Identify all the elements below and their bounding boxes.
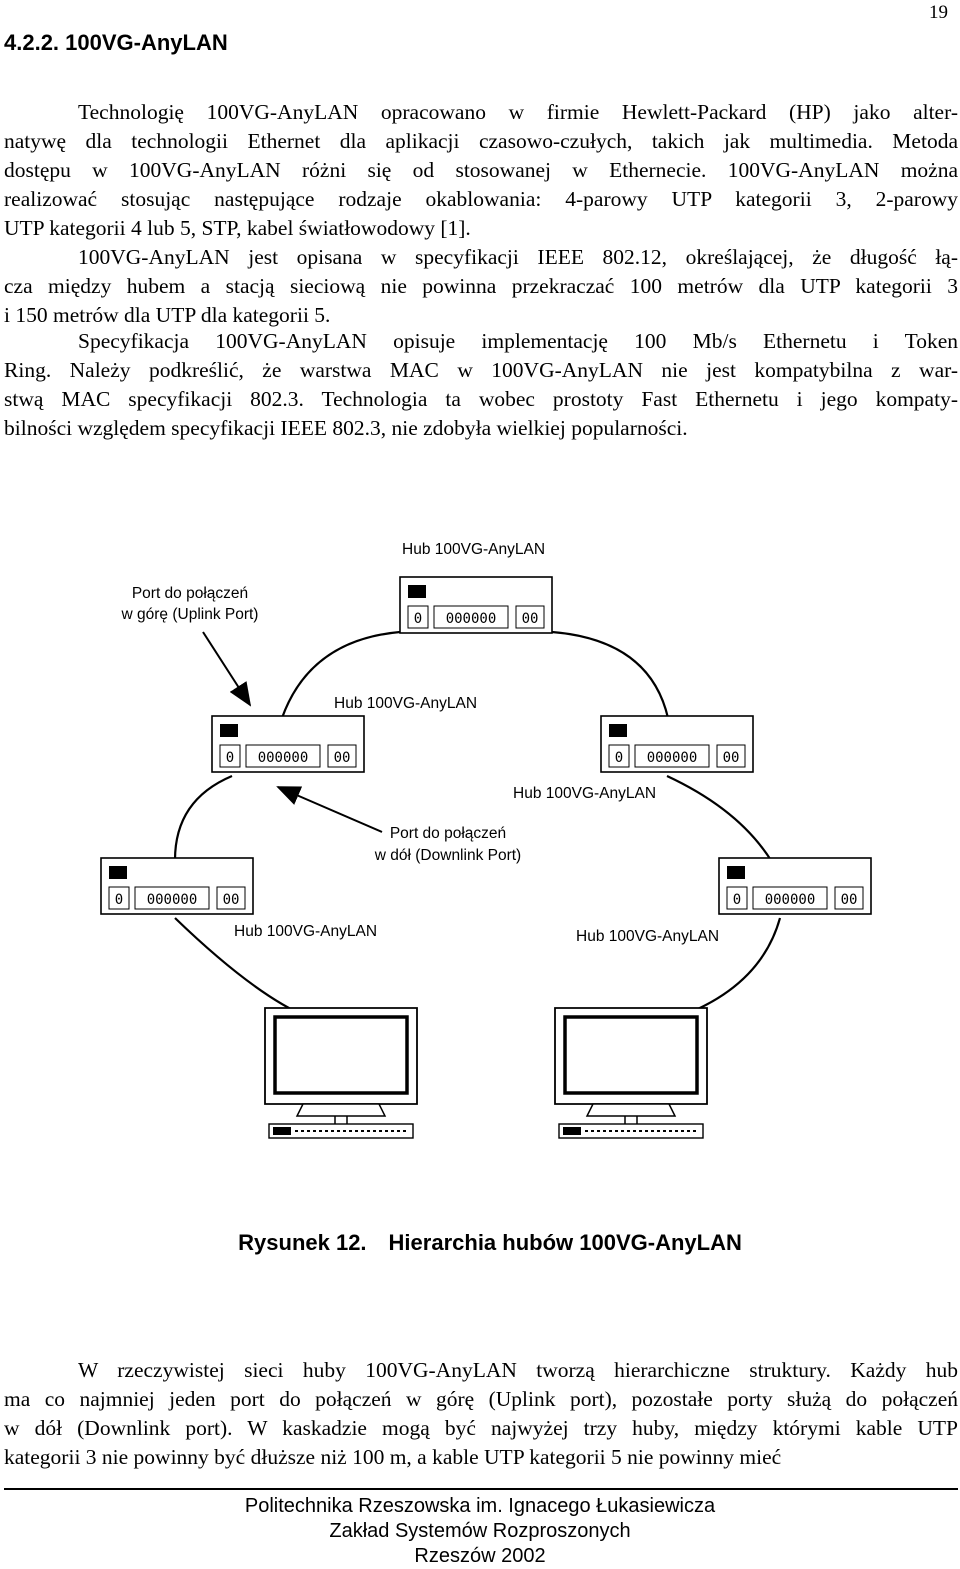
downlink-label-line-2: w dół (Downlink Port) <box>374 847 521 864</box>
hub-middle-right: 0 000000 00 <box>600 715 754 773</box>
port-pair-label: 00 <box>223 892 240 908</box>
computer-right-icon <box>554 1007 708 1139</box>
footer-institution: Politechnika Rzeszowska im. Ignacego Łuk… <box>244 1495 716 1517</box>
footer-place-year: Rzeszów 2002 <box>414 1545 546 1567</box>
status-led <box>609 724 627 737</box>
cable-top-to-right-hub <box>551 630 670 719</box>
uplink-label-line-2: w górę (Uplink Port) <box>121 606 259 623</box>
paragraph-1: Technologię 100VG-AnyLAN opracowano w fi… <box>4 98 958 243</box>
hub-middle-left: 0 000000 00 <box>211 715 365 773</box>
port-single-label: 0 <box>226 750 234 766</box>
paragraph-line: Technologię 100VG-AnyLAN opracowano w fi… <box>78 100 958 124</box>
paragraph-line: W rzeczywistej sieci huby 100VG-AnyLAN t… <box>78 1358 958 1382</box>
paragraph-line: w dół (Downlink port). W kaskadzie mogą … <box>4 1416 958 1440</box>
caption-title: Hierarchia hubów 100VG-AnyLAN <box>388 1230 742 1255</box>
status-led <box>408 585 426 598</box>
uplink-pointer-arrow <box>202 631 252 707</box>
port-single-label: 0 <box>733 892 741 908</box>
paragraph-line: kategorii 3 nie powinny być dłuższe niż … <box>4 1445 782 1469</box>
uplink-label-line-1: Port do połączeń <box>132 585 248 602</box>
footer-rule <box>4 1488 958 1490</box>
paragraph-line: ma co najmniej jeden port do połączeń w … <box>4 1387 958 1411</box>
hub-top: 0 000000 00 <box>399 576 553 634</box>
paragraph-line: realizować stosując następujące rodzaje … <box>4 187 958 211</box>
figure-caption: Rysunek 12. Hierarchia hubów 100VG-AnyLAN <box>0 1230 960 1256</box>
hub-hierarchy-diagram: 0 000000 00 0 000000 00 0 000000 00 0 00… <box>100 541 872 1139</box>
hub-label-top: Hub 100VG-AnyLAN <box>402 541 545 558</box>
footer-department: Zakład Systemów Rozproszonych <box>329 1520 631 1542</box>
paragraph-line: Specyfikacja 100VG-AnyLAN opisuje implem… <box>78 329 958 353</box>
cable-top-to-left-hub <box>280 630 401 719</box>
status-led <box>727 866 745 879</box>
port-group-label: 000000 <box>446 611 497 627</box>
hub-label-lower-right: Hub 100VG-AnyLAN <box>576 928 719 945</box>
caption-number: Rysunek 12. <box>238 1230 367 1255</box>
paragraph-2: 100VG-AnyLAN jest opisana w specyfikacji… <box>4 243 958 330</box>
hub-label-lower-left: Hub 100VG-AnyLAN <box>234 923 377 940</box>
cable-left-hub-to-left-low-hub <box>173 774 233 861</box>
port-single-label: 0 <box>414 611 422 627</box>
port-pair-label: 00 <box>723 750 740 766</box>
port-pair-label: 00 <box>522 611 539 627</box>
paragraph-line: Ring. Należy podkreślić, że warstwa MAC … <box>4 358 958 382</box>
port-group-label: 000000 <box>647 750 698 766</box>
paragraph-4: W rzeczywistej sieci huby 100VG-AnyLAN t… <box>4 1356 958 1472</box>
port-single-label: 0 <box>615 750 623 766</box>
section-heading: 4.2.2. 100VG-AnyLAN <box>4 30 228 55</box>
hub-lower-left: 0 000000 00 <box>100 857 254 915</box>
page-number: 19 <box>929 2 948 23</box>
port-group-label: 000000 <box>258 750 309 766</box>
network-cables <box>173 630 782 1022</box>
port-group-label: 000000 <box>147 892 198 908</box>
computer-left-icon <box>264 1007 418 1139</box>
paragraph-line: stwą MAC specyfikacji 802.3. Technologia… <box>4 387 958 411</box>
hub-label-middle-right: Hub 100VG-AnyLAN <box>513 785 656 802</box>
status-led <box>220 724 238 737</box>
cable-right-hub-to-right-low-hub <box>666 775 773 863</box>
downlink-label-line-1: Port do połączeń <box>390 825 506 842</box>
paragraph-line: i 150 metrów dla UTP dla kategorii 5. <box>4 303 331 327</box>
downlink-pointer-arrow <box>276 786 383 833</box>
port-group-label: 000000 <box>765 892 816 908</box>
hub-label-middle-left: Hub 100VG-AnyLAN <box>334 695 477 712</box>
status-led <box>109 866 127 879</box>
port-single-label: 0 <box>115 892 123 908</box>
paragraph-line: 100VG-AnyLAN jest opisana w specyfikacji… <box>78 245 958 269</box>
port-pair-label: 00 <box>841 892 858 908</box>
hub-lower-right: 0 000000 00 <box>718 857 872 915</box>
paragraph-3: Specyfikacja 100VG-AnyLAN opisuje implem… <box>4 327 958 443</box>
paragraph-line: dostępu w 100VG-AnyLAN różni się od stos… <box>4 158 958 182</box>
port-pair-label: 00 <box>334 750 351 766</box>
paragraph-line: UTP kategorii 4 lub 5, STP, kabel światł… <box>4 216 471 240</box>
paragraph-line: bilności względem specyfikacji IEEE 802.… <box>4 416 688 440</box>
paragraph-line: natywę dla technologii Ethernet dla apli… <box>4 129 958 153</box>
paragraph-line: cza między hubem a stacją sieciową nie p… <box>4 274 958 298</box>
